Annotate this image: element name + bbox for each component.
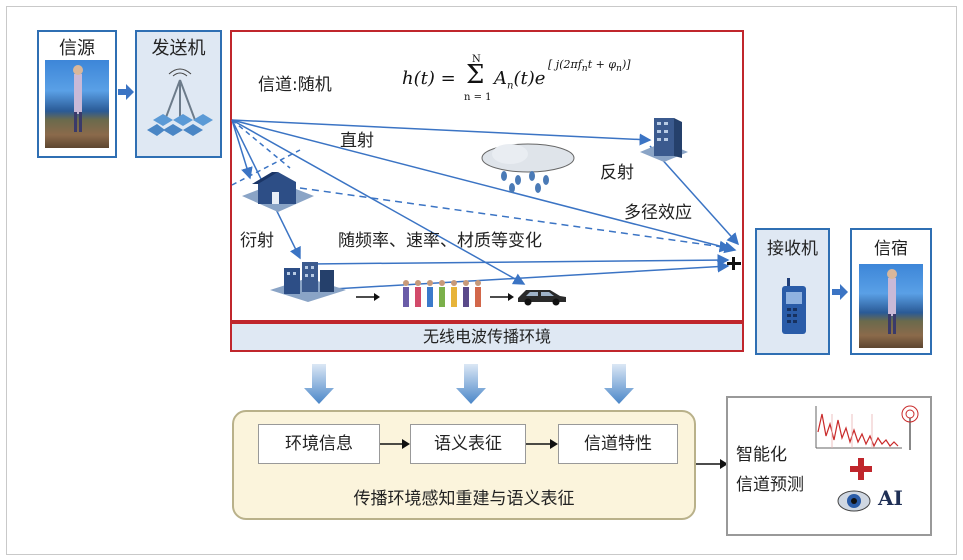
arrow-small-1 [356,293,380,301]
formula-rhs: An(t)e [494,68,546,92]
channel-box [230,30,744,322]
ray-dashed-2 [231,149,301,186]
arrow-source-to-tx [118,84,134,100]
car-icon [518,290,566,306]
arrow-small-2 [490,293,514,301]
diffraction-label: 衍射 [240,231,274,251]
eye-icon [837,490,871,512]
flow-step-channel: 信道特性 [558,424,678,464]
person-figure-icon [73,65,83,132]
ai-logo: AI [876,486,922,520]
formula-lower: n = 1 [464,92,492,103]
plus-icon [850,458,872,480]
reflected-ray [649,145,740,246]
multipath-label: 多径效应 [624,203,692,223]
sink-box: 信宿 [850,228,932,355]
formula-exponent: [ j(2πfnt + φn)] [548,58,631,75]
base-station-icon [147,68,213,136]
down-arrow-1 [304,364,334,404]
ray-to-building [231,119,652,146]
ray-dashed-house [299,187,732,253]
transmitter-box: 发送机 [135,30,222,158]
channel-label: 信道:随机 [258,75,332,95]
channel-formula: h(t) = N Σ n = 1 An(t)e [ j(2πfnt + φn)] [402,54,672,108]
down-arrow-2 [456,364,486,404]
direct-label: 直射 [340,131,374,151]
people-group-icon [403,280,481,307]
spectrum-chart-icon [815,405,919,450]
prediction-line2: 信道预测 [736,475,804,495]
office-building-icon [640,118,688,162]
receiver-label: 接收机 [767,239,818,259]
environment-bar: 无线电波传播环境 [230,322,744,352]
arrow-to-prediction [696,459,728,469]
person-photo [45,60,109,148]
source-box: 信源 [37,30,117,158]
perception-title: 传播环境感知重建与语义表征 [353,489,575,509]
mobile-phone-icon [782,278,806,334]
ray-low [315,260,730,291]
source-label: 信源 [59,38,95,59]
direct-ray [231,119,737,254]
ai-logo-text: AI [878,486,903,510]
flow-step-semantic: 语义表征 [410,424,526,464]
ray-to-car [231,119,526,285]
transmitter-label: 发送机 [151,38,206,59]
reflection-label: 反射 [600,163,634,183]
apartment-blocks-icon [270,262,346,302]
flow-arrow-1 [380,439,410,449]
formula-sum-icon: Σ [466,60,485,90]
receiver-box: 接收机 [755,228,830,355]
variation-label: 随频率、速率、材质等变化 [338,231,542,251]
sink-label: 信宿 [874,239,908,259]
prediction-panel [726,396,932,536]
sink-person-photo [859,264,923,348]
ray-dashed-1 [231,119,291,169]
ray-to-house [231,119,253,180]
prediction-line1: 智能化 [736,445,787,465]
down-arrow-3 [604,364,634,404]
sink-person-figure-icon [887,269,897,334]
arrow-rx-to-sink [832,284,848,300]
ray-blocks-to-rx [309,254,730,267]
formula-upper: N [472,54,481,65]
house-icon [242,172,314,212]
formula-lhs: h(t) = [402,68,456,89]
flow-arrow-2 [526,439,558,449]
flow-step-environment: 环境信息 [258,424,380,464]
rain-cloud-icon [481,143,575,193]
